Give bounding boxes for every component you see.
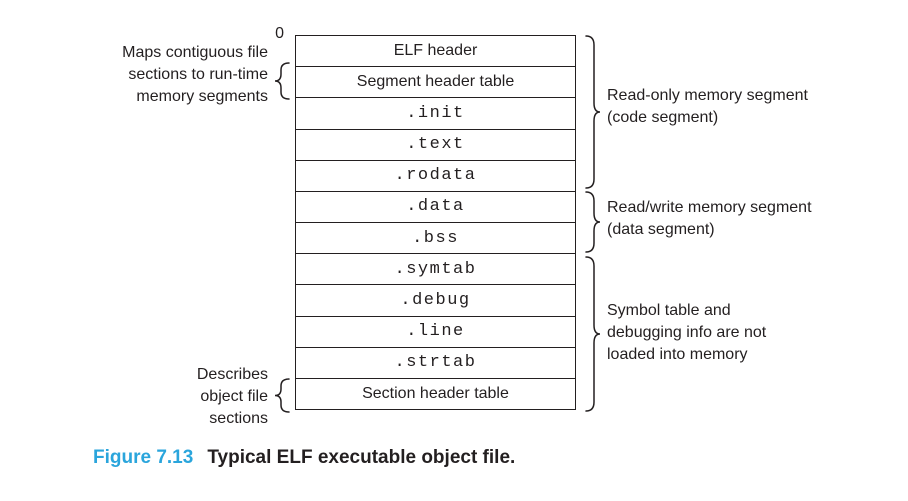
- row-text: .text: [296, 130, 575, 161]
- elf-file-stack: ELF header Segment header table .init .t…: [295, 35, 576, 410]
- origin-zero-label: 0: [275, 25, 284, 42]
- row-label: .text: [406, 135, 465, 155]
- row-label: .data: [406, 197, 465, 217]
- right-brace-code-segment: [585, 35, 601, 189]
- annotation-line: Read-only memory segment: [607, 87, 808, 104]
- annotation-line: sections to run-time: [128, 66, 268, 83]
- row-label: ELF header: [393, 42, 478, 60]
- annotation-describes-sections: Describes object file sections: [40, 364, 268, 430]
- right-brace-symbol-debug: [585, 256, 601, 412]
- row-label: .debug: [400, 290, 471, 310]
- annotation-line: Describes: [196, 366, 268, 383]
- row-data: .data: [296, 192, 575, 224]
- row-label: Section header table: [362, 384, 509, 402]
- row-line: .line: [296, 317, 575, 348]
- row-init: .init: [296, 98, 575, 130]
- row-label: .symtab: [394, 259, 477, 279]
- row-symtab: .symtab: [296, 254, 575, 286]
- annotation-line: object file: [200, 388, 268, 405]
- annotation-line: memory segments: [136, 88, 268, 105]
- row-label: Segment header table: [356, 73, 515, 91]
- left-brace-section-header: [274, 378, 290, 413]
- figure-caption: Figure 7.13 Typical ELF executable objec…: [93, 447, 515, 469]
- annotation-line: sections: [209, 410, 268, 427]
- figure-title: Typical ELF executable object file.: [207, 447, 516, 468]
- row-elf-header: ELF header: [296, 36, 575, 68]
- right-brace-data-segment: [585, 191, 601, 253]
- row-bss: .bss: [296, 223, 575, 255]
- annotation-line: Read/write memory segment: [607, 199, 812, 216]
- annotation-line: loaded into memory: [607, 346, 748, 363]
- figure-number: Figure 7.13: [93, 447, 194, 468]
- annotation-read-only-segment: Read-only memory segment (code segment): [607, 85, 808, 129]
- annotation-line: (code segment): [607, 109, 719, 126]
- annotation-line: debugging info are not: [607, 324, 767, 341]
- annotation-line: Maps contiguous file: [122, 44, 268, 61]
- annotation-read-write-segment: Read/write memory segment (data segment): [607, 197, 812, 241]
- annotation-maps-sections: Maps contiguous file sections to run-tim…: [40, 42, 268, 108]
- annotation-line: Symbol table and: [607, 302, 731, 319]
- row-section-header-table: Section header table: [296, 379, 575, 409]
- row-label: .bss: [412, 228, 459, 248]
- annotation-symbol-debug-info: Symbol table and debugging info are not …: [607, 300, 766, 366]
- row-rodata: .rodata: [296, 161, 575, 192]
- row-label: .line: [406, 322, 465, 342]
- row-label: .strtab: [394, 353, 477, 373]
- row-strtab: .strtab: [296, 348, 575, 379]
- row-debug: .debug: [296, 285, 575, 317]
- row-label: .rodata: [394, 166, 477, 186]
- row-label: .init: [406, 103, 465, 123]
- left-brace-segment-header: [274, 62, 290, 100]
- annotation-line: (data segment): [607, 221, 715, 238]
- row-segment-header-table: Segment header table: [296, 67, 575, 99]
